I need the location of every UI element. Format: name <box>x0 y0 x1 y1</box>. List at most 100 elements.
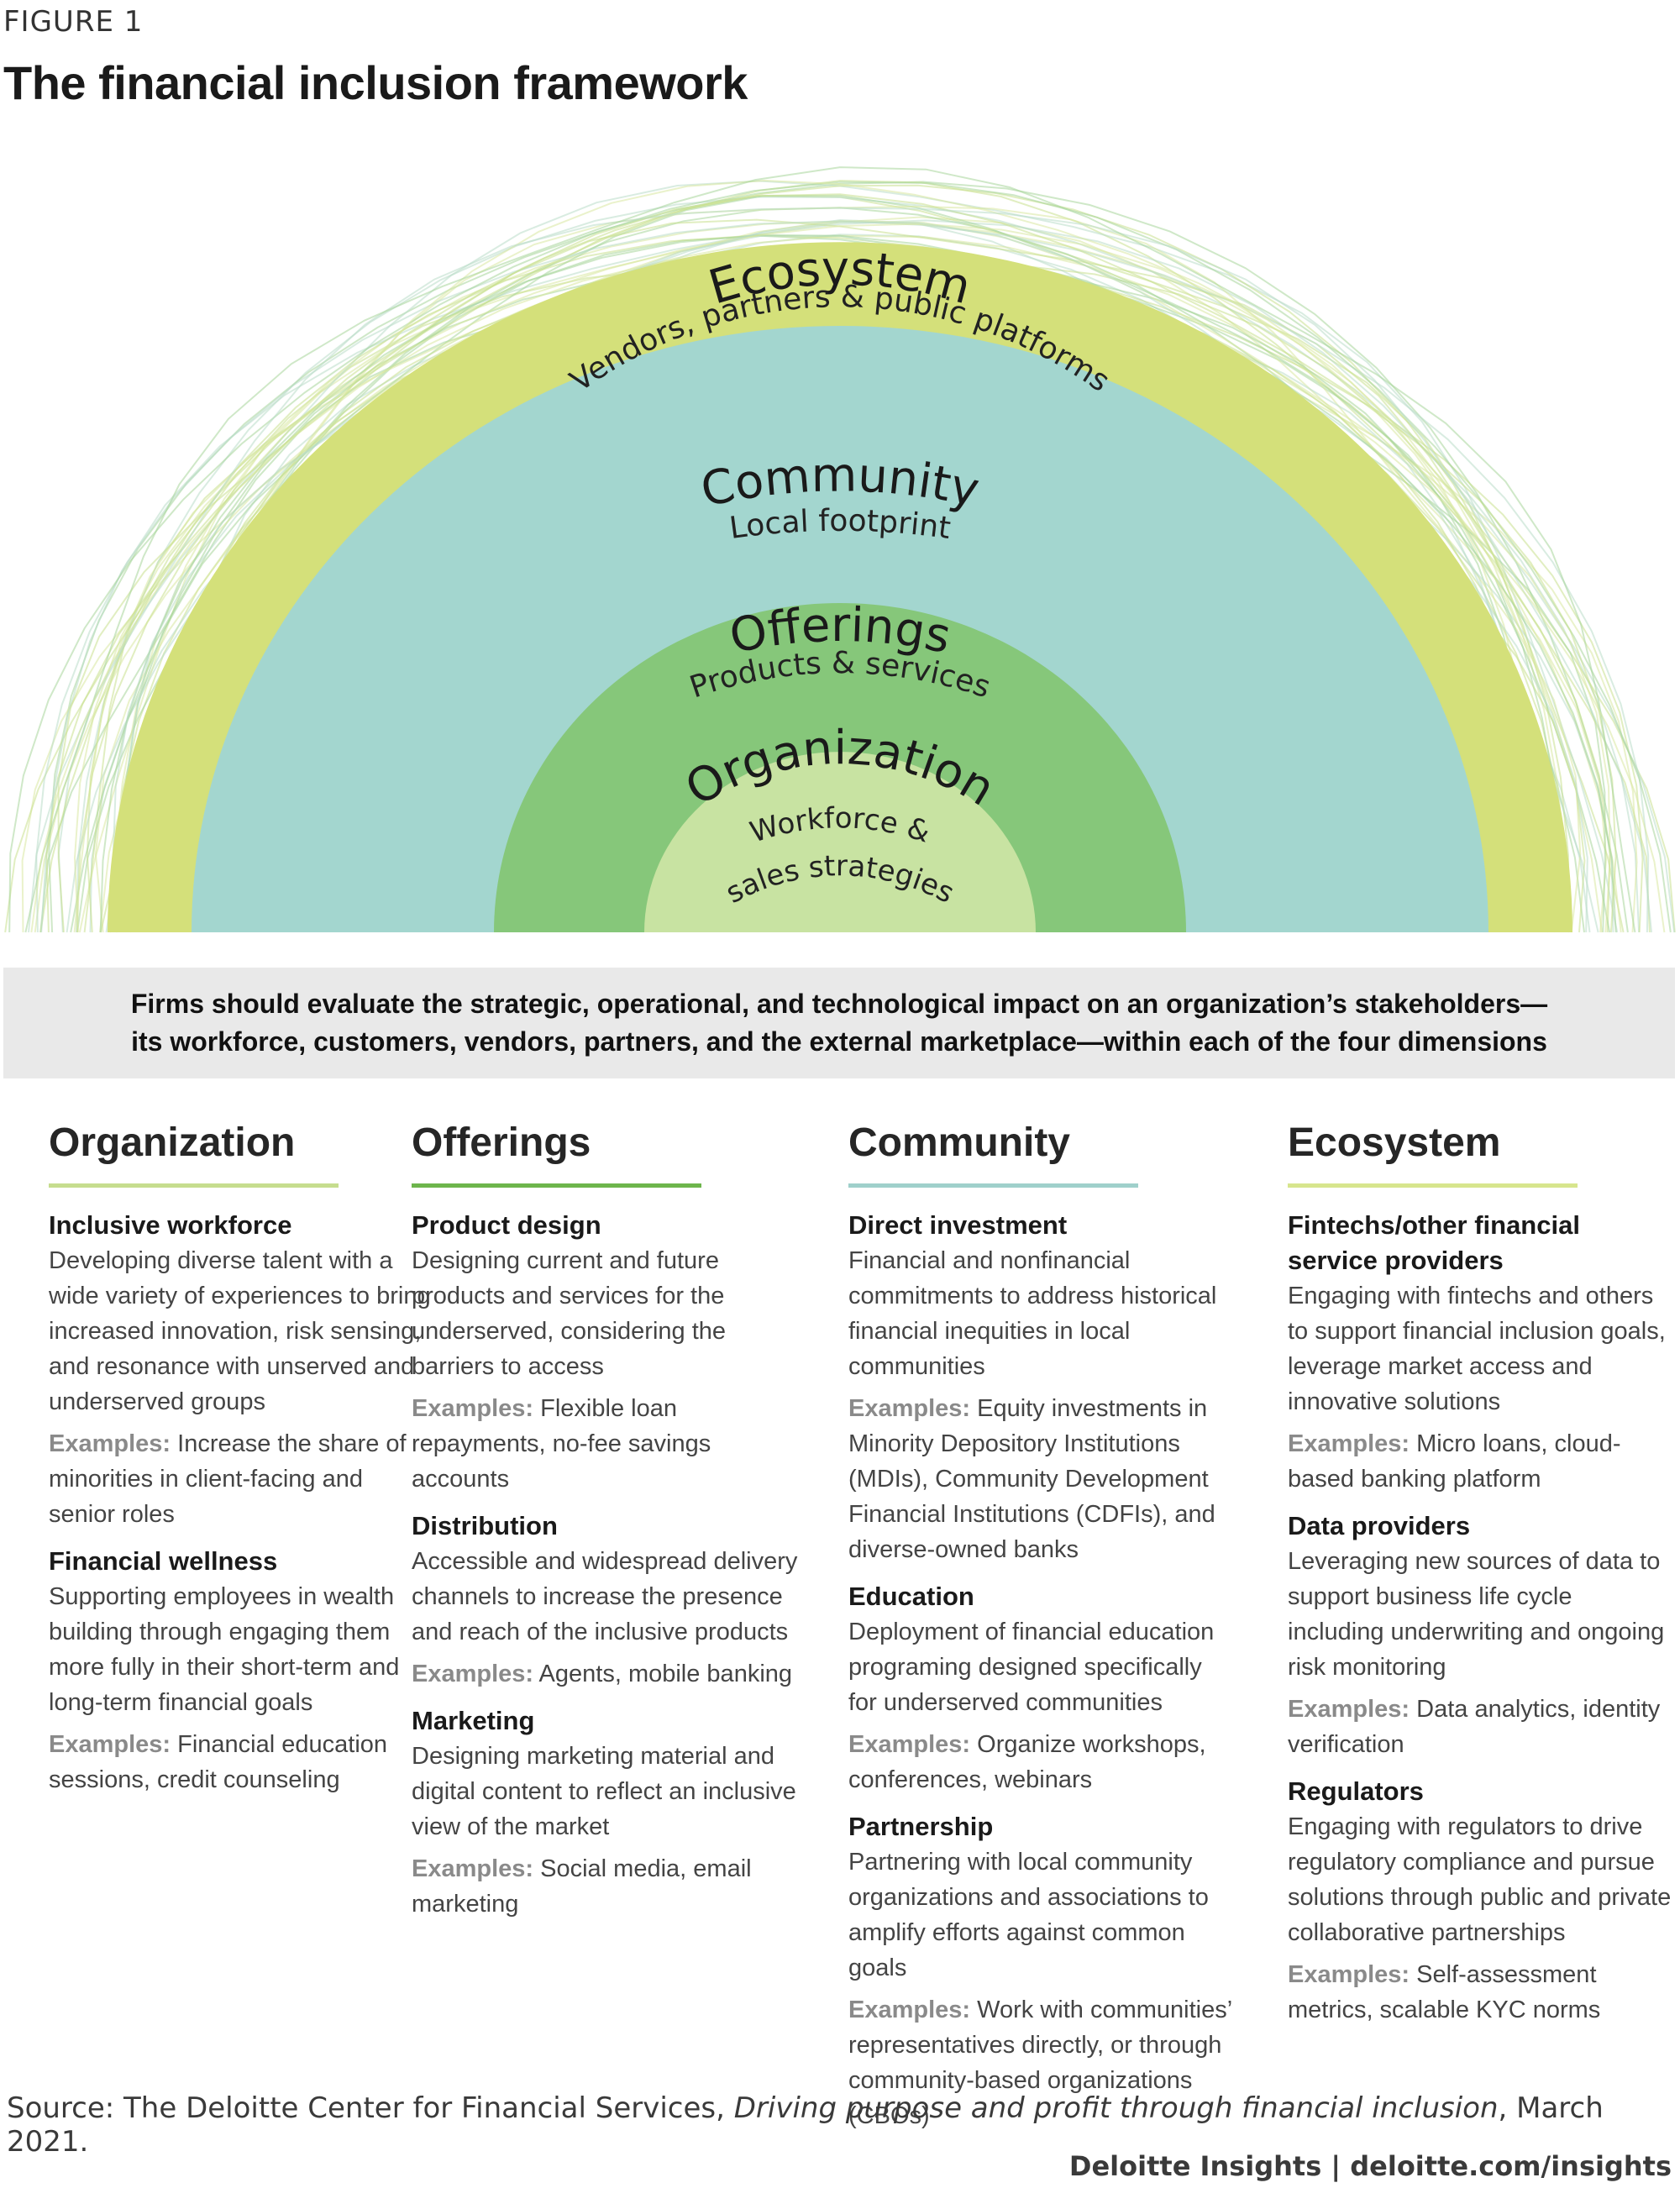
item-description: Designing current and future products an… <box>412 1247 727 1380</box>
decorative-swirl-lines <box>4 166 1676 933</box>
item-examples: Examples: Financial education sessions, … <box>49 1727 435 1797</box>
swirl-line <box>73 223 1604 933</box>
column-heading: Offerings <box>412 1120 591 1165</box>
item-title: Distribution <box>412 1511 558 1540</box>
framework-item: Fintechs/other financial service provide… <box>1288 1208 1674 1497</box>
examples-text: Increase the share of minorities in clie… <box>49 1430 407 1528</box>
swirl-line <box>35 220 1650 933</box>
examples-text: Organize workshops, conferences, webinar… <box>848 1731 1206 1793</box>
item-examples: Examples: Self-assessment metrics, scala… <box>1288 1957 1674 2028</box>
figure-title: The financial inclusion framework <box>3 56 748 109</box>
item-examples: Examples: Social media, email marketing <box>412 1851 798 1922</box>
item-description: Financial and nonfinancial commitments t… <box>848 1247 1217 1380</box>
item-title: Financial wellness <box>49 1546 278 1576</box>
item-description: Partnering with local community organiza… <box>848 1849 1209 1981</box>
item-description: Leveraging new sources of data to suppor… <box>1288 1548 1665 1681</box>
item-description: Designing marketing material and digital… <box>412 1743 796 1840</box>
ring-organization <box>644 752 1036 932</box>
examples-label: Examples: <box>848 1996 971 2023</box>
item-examples: Examples: Work with communities’ represe… <box>848 1992 1235 2133</box>
item-description: Accessible and widespread delivery chann… <box>412 1548 798 1645</box>
examples-text: Self-assessment metrics, scalable KYC no… <box>1288 1961 1601 2023</box>
item-examples: Examples: Data analytics, identity verif… <box>1288 1692 1674 1762</box>
swirl-line <box>8 181 1672 933</box>
swirl-line <box>86 180 1611 933</box>
item-examples: Examples: Flexible loan repayments, no-f… <box>412 1391 798 1497</box>
item-description: Engaging with regulators to drive regula… <box>1288 1813 1672 1946</box>
swirl-line <box>45 193 1617 933</box>
column-heading: Community <box>848 1120 1070 1165</box>
item-examples: Examples: Increase the share of minoriti… <box>49 1426 435 1532</box>
column-rule <box>412 1183 701 1188</box>
examples-text: Flexible loan repayments, no-fee savings… <box>412 1395 711 1493</box>
swirl-line <box>24 166 1636 933</box>
column-heading: Organization <box>49 1120 296 1165</box>
item-description: Developing diverse talent with a wide va… <box>49 1247 431 1415</box>
column-rule <box>1288 1183 1578 1188</box>
examples-label: Examples: <box>1288 1961 1410 1988</box>
item-title: Fintechs/other financial service provide… <box>1288 1210 1580 1275</box>
summary-banner: Firms should evaluate the strategic, ope… <box>3 968 1675 1078</box>
column-heading: Ecosystem <box>1288 1120 1501 1165</box>
swirl-line <box>28 207 1652 933</box>
swirl-line <box>112 221 1588 933</box>
examples-label: Examples: <box>49 1430 171 1457</box>
examples-text: Equity investments in Minority Depositor… <box>848 1395 1215 1563</box>
credit-line: Deloitte Insights | deloitte.com/insight… <box>1068 2150 1672 2182</box>
swirl-line <box>124 194 1550 933</box>
item-title: Direct investment <box>848 1210 1068 1240</box>
examples-label: Examples: <box>848 1731 971 1758</box>
examples-label: Examples: <box>49 1731 171 1758</box>
swirl-line <box>39 234 1644 933</box>
source-title: Driving purpose and profit through finan… <box>733 2091 1499 2125</box>
examples-label: Examples: <box>412 1661 534 1687</box>
framework-diagram: Ecosystem Vendors, partners & public pla… <box>4 166 1676 933</box>
examples-text: Micro loans, cloud-based banking platfor… <box>1288 1430 1621 1493</box>
item-examples: Examples: Equity investments in Minority… <box>848 1391 1235 1567</box>
examples-text: Agents, mobile banking <box>538 1661 793 1687</box>
examples-text: Financial education sessions, credit cou… <box>49 1731 388 1793</box>
item-examples: Examples: Micro loans, cloud-based banki… <box>1288 1426 1674 1497</box>
examples-label: Examples: <box>412 1395 534 1422</box>
item-title: Inclusive workforce <box>49 1210 292 1240</box>
examples-text: Social media, email marketing <box>412 1855 752 1918</box>
summary-banner-text: Firms should evaluate the strategic, ope… <box>130 989 1548 1057</box>
item-title: Data providers <box>1288 1511 1471 1540</box>
item-title: Education <box>848 1582 974 1611</box>
examples-label: Examples: <box>412 1855 534 1882</box>
source-suffix: , March 2021. <box>7 2091 1604 2159</box>
swirl-line <box>99 233 1617 933</box>
column-rule <box>848 1183 1138 1188</box>
examples-label: Examples: <box>1288 1430 1410 1457</box>
item-description: Supporting employees in wealth building … <box>49 1583 400 1716</box>
item-title: Partnership <box>848 1812 994 1841</box>
item-title: Product design <box>412 1210 601 1240</box>
figure-label: FIGURE 1 <box>3 5 144 39</box>
swirl-line <box>76 196 1641 933</box>
item-title: Marketing <box>412 1706 535 1735</box>
column-rule <box>49 1183 339 1188</box>
source-note: Source: The Deloitte Center for Financia… <box>7 2091 1680 2159</box>
item-title: Regulators <box>1288 1776 1424 1806</box>
item-examples: Examples: Agents, mobile banking <box>412 1656 798 1692</box>
source-prefix: Source: The Deloitte Center for Financia… <box>7 2091 734 2125</box>
examples-text: Work with communities’ representatives d… <box>848 1996 1232 2129</box>
examples-text: Data analytics, identity verification <box>1288 1696 1661 1758</box>
item-description: Deployment of financial education progra… <box>848 1619 1215 1716</box>
item-description: Engaging with fintechs and others to sup… <box>1288 1283 1666 1415</box>
item-examples: Examples: Organize workshops, conference… <box>848 1727 1235 1797</box>
